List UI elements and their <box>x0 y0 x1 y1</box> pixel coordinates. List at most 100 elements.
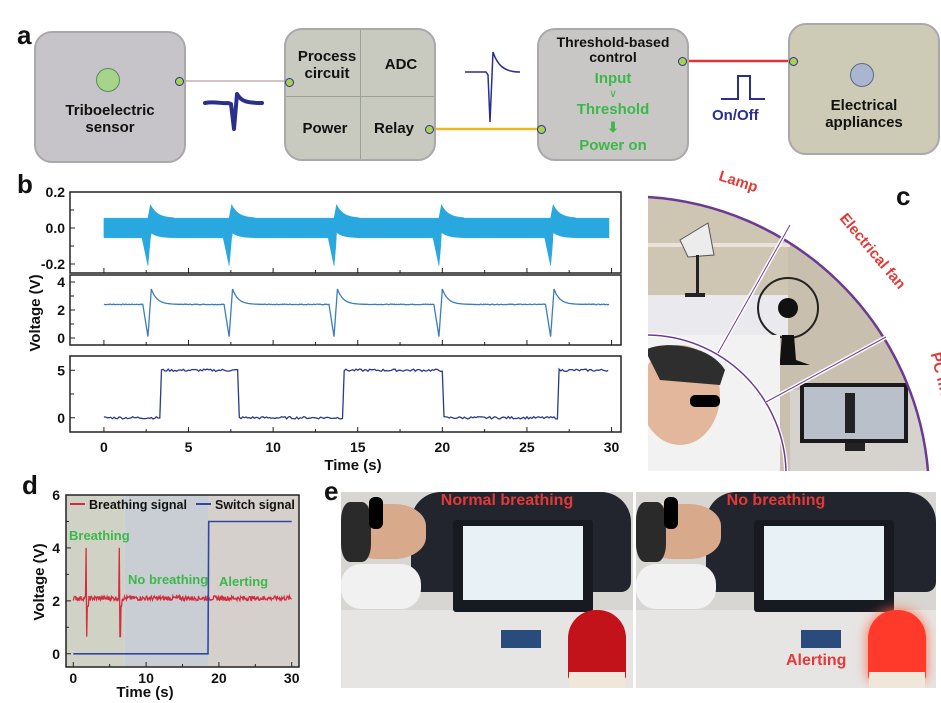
d-xtick-label: 10 <box>138 670 154 686</box>
electrical-appliances-box: Electrical appliances <box>788 23 940 155</box>
b-xlabel: Time (s) <box>324 457 381 474</box>
control-input-label: Input <box>594 70 632 87</box>
b-xtick-label: 15 <box>350 439 366 455</box>
pc-monitor-label: PC monitor <box>927 351 941 434</box>
on-off-pulse-icon <box>721 75 765 100</box>
pillow <box>341 564 421 609</box>
b-xtick-label: 5 <box>185 439 193 455</box>
appliance-label: Electrical appliances <box>790 97 938 132</box>
b-axes-frame-2 <box>69 355 622 433</box>
control-title: Threshold-based control <box>539 35 687 64</box>
no-breathing-label: No breathing <box>726 492 826 509</box>
b-xtick-label: 20 <box>435 439 451 455</box>
b-middle-signal-line <box>103 288 610 337</box>
b-ytick-label: 2 <box>57 302 65 318</box>
alarm-light-on <box>868 610 926 680</box>
d-annotation-breathing: Breathing <box>69 528 130 543</box>
panel-c-appliance-photos: Lamp Electrical fan PC monitor <box>647 168 941 472</box>
normal-breathing-photo: Normal breathing <box>341 492 633 688</box>
triboelectric-sensor-box: Triboelectric sensor <box>34 31 186 163</box>
eye-mask <box>664 497 678 529</box>
d-xtick-label: 30 <box>284 670 300 686</box>
control-title-line2: control <box>589 48 637 65</box>
person-hair <box>341 502 371 562</box>
d-region-alerting <box>207 495 299 667</box>
person-hair <box>636 502 666 562</box>
d-xlabel: Time (s) <box>116 684 173 701</box>
d-ytick-label: 4 <box>52 540 60 556</box>
d-legend-switch-label: Switch signal <box>215 498 295 512</box>
b-ytick-label: 0 <box>57 410 65 426</box>
person-photo <box>648 335 780 471</box>
alarm-base <box>569 672 625 688</box>
d-xtick-label: 20 <box>211 670 227 686</box>
d-region-no-breathing <box>124 495 208 667</box>
alerting-label: Alerting <box>786 652 847 669</box>
laptop-screen <box>754 520 894 612</box>
d-legend-breathing-label: Breathing signal <box>89 498 187 512</box>
electrical-fan-label: Electrical fan <box>836 210 909 292</box>
circuit-divider-horizontal <box>286 96 434 97</box>
adc-label: ADC <box>384 56 418 73</box>
outer-arc-border <box>647 195 930 472</box>
b-ytick-label: 0.2 <box>46 185 66 200</box>
sensor-indicator-icon <box>96 68 120 92</box>
b-ytick-label: 0.0 <box>46 220 66 236</box>
d-xtick-label: 0 <box>69 670 77 686</box>
circuit-board <box>501 630 541 648</box>
d-ytick-label: 6 <box>52 487 60 503</box>
control-threshold-label: Threshold <box>576 101 650 118</box>
relay-label: Relay <box>373 120 415 137</box>
monitor-photo <box>790 383 928 471</box>
d-annotation-no-breathing: No breathing <box>128 572 208 587</box>
b-axes-frame-0 <box>69 191 622 274</box>
b-ytick-label: 0 <box>57 330 65 346</box>
normal-breathing-label: Normal breathing <box>440 492 574 509</box>
control-output-port <box>678 57 687 66</box>
b-top-signal-band <box>103 203 610 266</box>
panel-d-letter: d <box>22 470 38 500</box>
panel-d-chart: 0 2 4 6 0 10 20 30 Breathing signal Switch signal… <box>31 487 300 701</box>
panel-e-letter: e <box>324 476 339 506</box>
d-region-breathing <box>66 495 125 667</box>
control-title-line1: Threshold-based <box>556 34 670 50</box>
d-ylabel: Voltage (V) <box>31 543 48 620</box>
process-label: Process <box>297 48 357 65</box>
sensor-output-port <box>175 77 184 86</box>
b-xtick-label: 30 <box>604 439 620 455</box>
d-switch-signal-line <box>73 520 292 655</box>
b-ylabel: Voltage (V) <box>27 274 44 351</box>
control-compare-symbol: ∨ <box>608 88 618 100</box>
laptop-display <box>764 526 884 600</box>
sensor-label-line2: sensor <box>85 119 135 137</box>
circuit-board <box>801 630 841 648</box>
appliance-label-line1: Electrical <box>830 97 898 114</box>
sensor-label-line1: Triboelectric <box>65 102 155 119</box>
panel-c-letter: c <box>896 181 911 211</box>
pillow <box>636 564 716 609</box>
panel-a-letter: a <box>17 20 32 50</box>
sensor-label: Triboelectric sensor <box>36 102 184 137</box>
d-breathing-signal-line <box>72 547 292 638</box>
control-input-port <box>537 125 546 134</box>
process-circuit-label: Process circuit <box>294 48 360 83</box>
b-xtick-label: 0 <box>100 439 108 455</box>
laptop-screen <box>453 520 593 612</box>
appliance-input-port <box>789 57 798 66</box>
b-ytick-label: 5 <box>57 362 65 378</box>
power-label: Power <box>302 120 348 137</box>
b-bottom-switch-line <box>103 367 609 420</box>
alarm-base <box>869 672 925 688</box>
b-ytick-label: -0.2 <box>41 256 65 272</box>
d-ytick-label: 0 <box>52 646 60 662</box>
down-arrow-icon: ⬇ <box>607 119 619 135</box>
circuit-divider-vertical <box>360 30 361 159</box>
b-ytick-label: 4 <box>57 274 65 290</box>
panel-a-wires <box>182 51 793 131</box>
b-xtick-label: 25 <box>519 439 535 455</box>
b-axes-frame-1 <box>69 274 622 346</box>
sensor-signal-waveform <box>203 92 264 131</box>
d-ytick-label: 2 <box>52 593 60 609</box>
b-xtick-label: 10 <box>265 439 281 455</box>
circuit-box: Process circuit ADC Power Relay <box>284 28 436 161</box>
